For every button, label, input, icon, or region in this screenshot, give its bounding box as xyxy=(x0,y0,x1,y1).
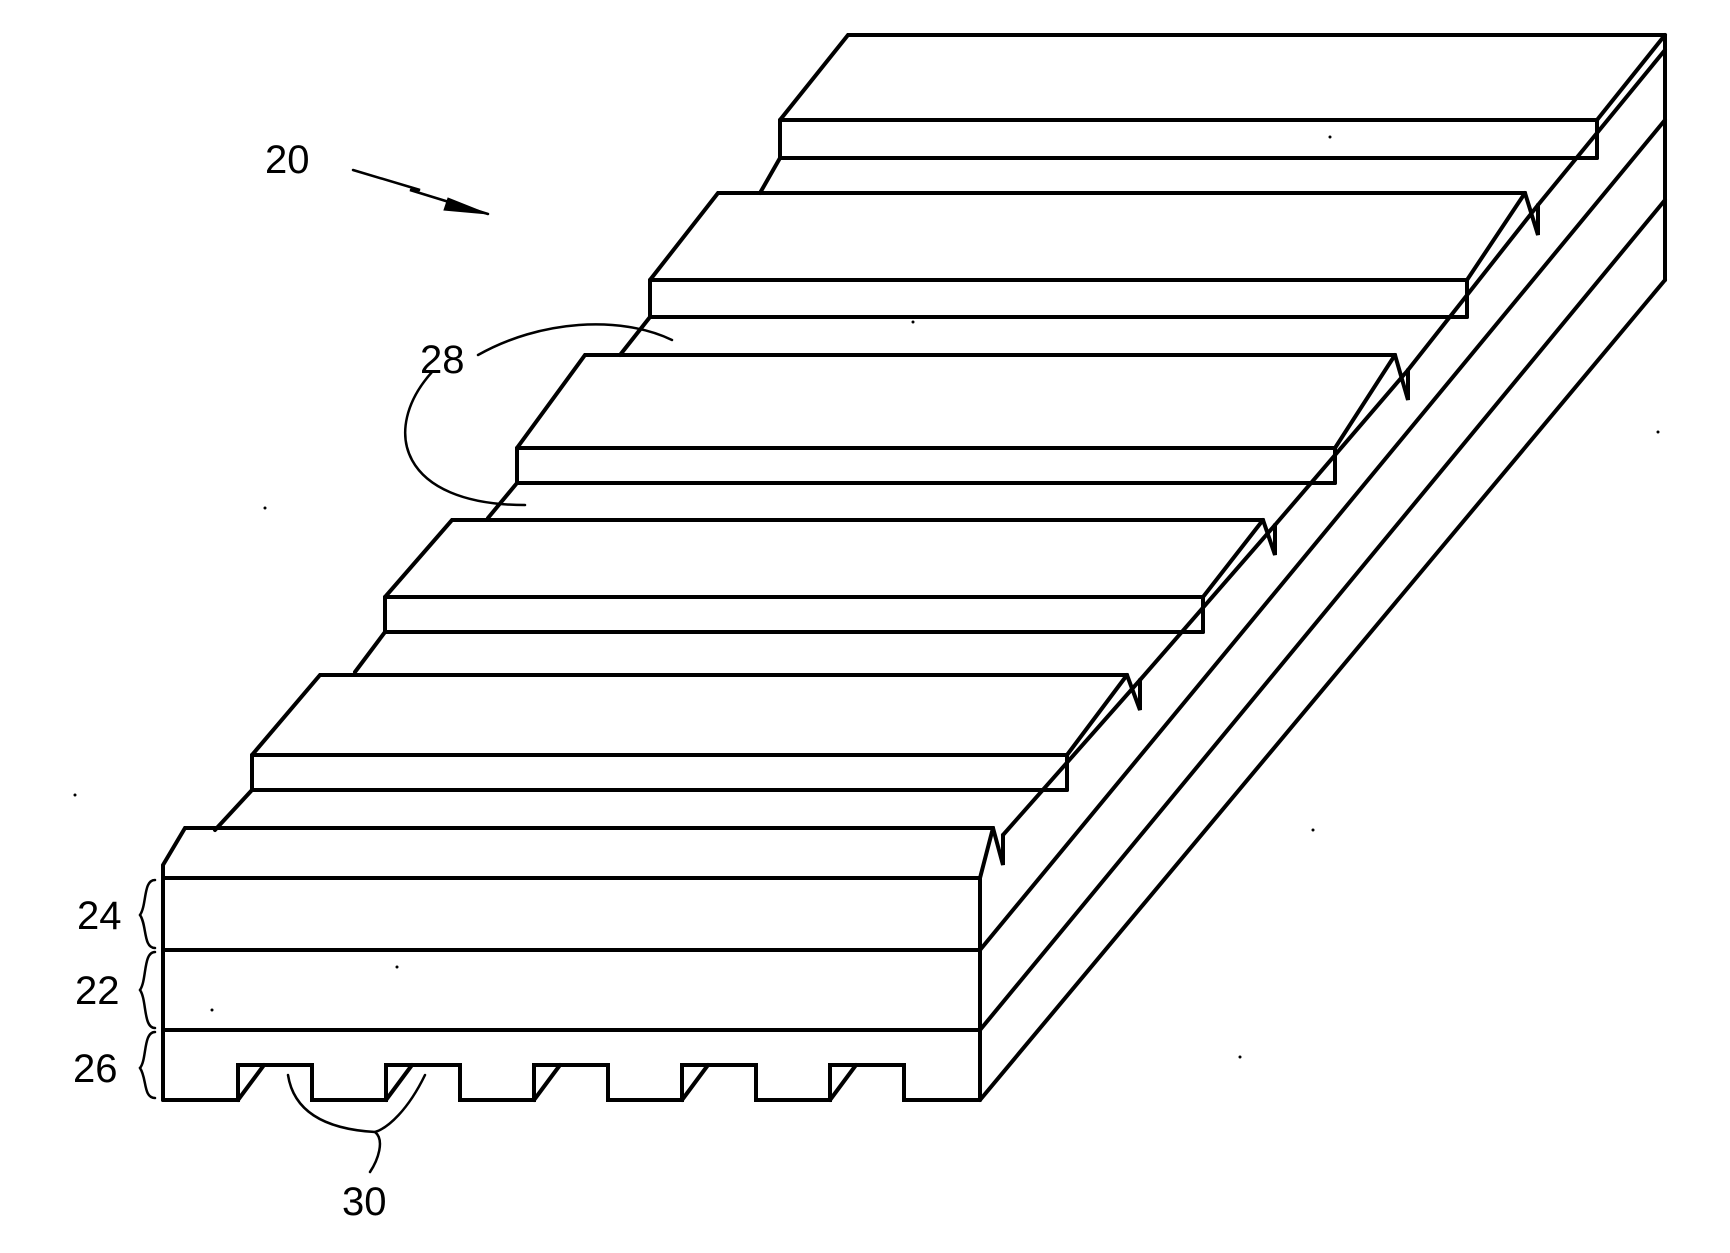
groove-1-slant xyxy=(238,1065,264,1100)
groove-2-slant xyxy=(386,1065,412,1100)
side-edge-24-22 xyxy=(980,120,1665,950)
groove-4-slant xyxy=(682,1065,708,1100)
label-20: 20 xyxy=(265,138,310,182)
ridge-5 xyxy=(620,193,1538,370)
ridge-6 xyxy=(760,35,1665,205)
label-26: 26 xyxy=(73,1047,118,1091)
side-edge-bottom xyxy=(980,280,1665,1100)
brace-22 xyxy=(140,952,155,1028)
leader-28-lower xyxy=(405,372,525,505)
label-28: 28 xyxy=(420,338,465,382)
leader-30-left xyxy=(288,1075,380,1172)
ridge-2 xyxy=(215,675,1140,835)
side-edge-22-26 xyxy=(980,200,1665,1030)
groove-5-slant xyxy=(830,1065,856,1100)
ridges xyxy=(163,35,1665,878)
brace-26 xyxy=(140,1032,155,1098)
device-arrow xyxy=(353,170,488,214)
brace-24 xyxy=(140,880,155,948)
device-arrow-head xyxy=(444,198,488,214)
bottom-grooved-edge xyxy=(163,1065,980,1100)
leader-28-upper xyxy=(478,324,672,355)
label-22: 22 xyxy=(75,969,120,1013)
groove-3-slant xyxy=(534,1065,560,1100)
label-24: 24 xyxy=(77,894,122,938)
ridge-1 xyxy=(163,828,1003,878)
ridge-4 xyxy=(488,355,1408,525)
label-30: 30 xyxy=(342,1180,387,1224)
ridge-3 xyxy=(355,520,1275,680)
